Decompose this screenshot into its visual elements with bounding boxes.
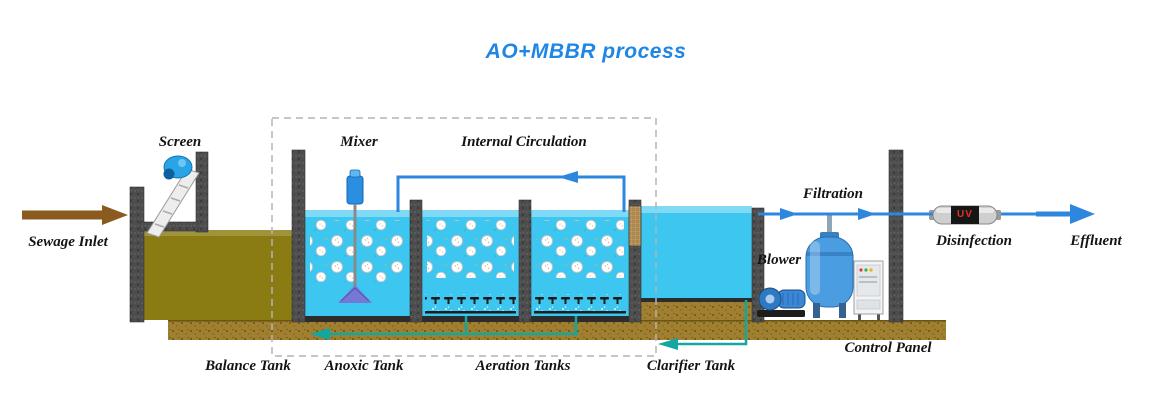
blower-label: Blower [756,252,802,268]
wall-balance-anoxic [291,149,306,323]
mixer-impeller [338,285,372,303]
mixer-device [338,169,372,303]
wall-anoxic-aeration [409,199,423,323]
balance-tank-water [144,230,292,320]
filtration-label: Filtration [802,186,864,202]
return-arrowhead-2 [658,338,678,350]
return-arrowhead-1 [310,328,330,340]
wall-screen-support [195,151,209,233]
mixer-label: Mixer [340,134,378,150]
uv-badge-text: UV [957,209,973,220]
disinfection-label: Disinfection [936,233,1012,249]
mbbr-boundary-box [271,117,657,357]
clarifier-floor [641,297,752,302]
control-panel-cabinet [853,260,884,320]
filtration-pipe [758,208,933,220]
blower-device [757,287,806,317]
internal-circulation-pipe [396,171,626,212]
screen-device [146,155,200,238]
sludge-return-pipes [310,300,748,350]
wall-aeration-aeration [518,199,532,323]
circulation-arrowhead [558,171,578,183]
mbbr-media-aeration-1 [427,220,514,278]
anoxic-tank-label: Anoxic Tank [324,358,404,374]
clarifier-tank-water [641,206,752,298]
aeration-tanks-label: Aeration Tanks [475,358,571,374]
balance-tank-label: Balance Tank [205,358,291,374]
internal-circulation-label: Internal Circulation [461,134,587,150]
sewage-inlet-label: Sewage Inlet [28,234,108,250]
wall-right [888,149,904,323]
wall-left [129,186,145,323]
media-retention-sieve [628,205,642,247]
tank-walls [129,149,904,323]
mbbr-media-aeration-2 [536,220,624,278]
effluent-pipe [1001,204,1095,224]
inlet-channel-floor [139,221,199,232]
diagram-title: AO+MBBR process [485,40,687,63]
control-panel-label: Control Panel [844,340,932,356]
sewage-inlet-arrow [22,205,128,225]
filtration-arrowhead-1 [780,208,798,220]
clarifier-tank-label: Clarifier Tank [646,358,736,374]
filter-vessel [805,213,854,318]
screen-label: Screen [158,134,202,150]
mixer-motor [346,175,364,205]
filtration-arrowhead-2 [858,208,876,220]
panel-indicator-yellow [869,268,873,272]
panel-indicator-red [859,268,863,272]
mbbr-media [310,220,624,282]
panel-indicator-green [864,268,868,272]
effluent-label: Effluent [1070,233,1122,249]
uv-label-band [951,206,979,224]
aeration-diffusers [425,294,626,314]
effluent-arrowhead [1070,204,1095,224]
